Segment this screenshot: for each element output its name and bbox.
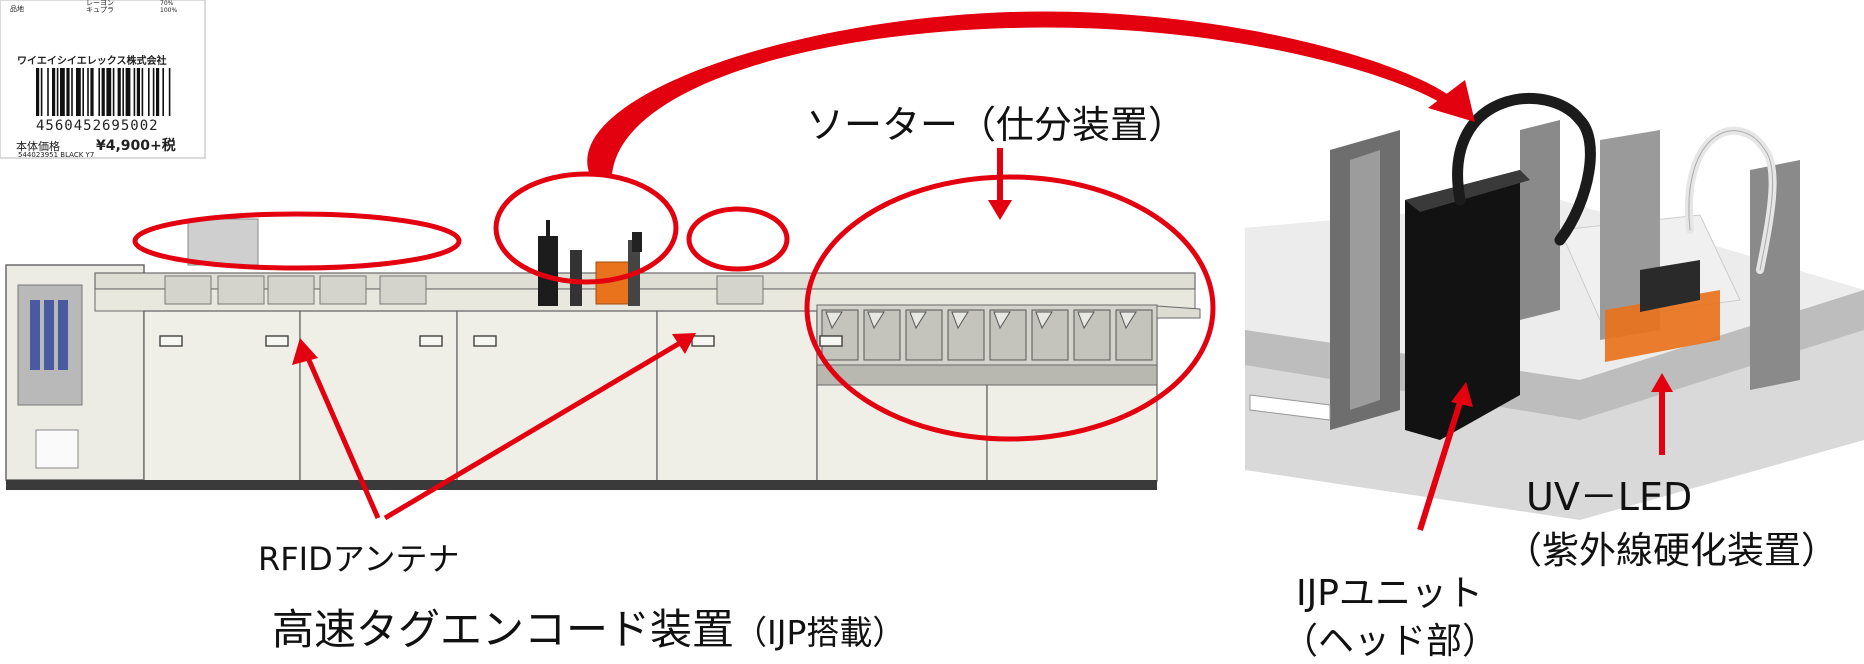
uvled-label-line1: UV－LED: [1526, 475, 1693, 519]
sorter-bins: [821, 309, 1153, 361]
sorter-ellipse: [804, 174, 1216, 442]
ijp-unit-photo: [1245, 93, 1864, 520]
device-title-note: （IJP搭載）: [734, 613, 906, 652]
uvled-label-line2: （紫外線硬化装置）: [1505, 529, 1838, 572]
rfid-antenna-ellipse: [132, 211, 462, 271]
tag-company: ワイエイシイエレックス株式会社: [17, 56, 167, 67]
small-antenna-ellipse: [686, 206, 790, 272]
rfid-arrow-left: [302, 349, 381, 520]
rfid-arrow-right: [383, 337, 687, 521]
ijp-ellipse: [493, 171, 679, 285]
ijp-unit-arrow: [1417, 395, 1465, 531]
rfid-arrow-right-head: [672, 333, 696, 354]
uvled-arrow-head: [1651, 373, 1673, 392]
price-tag: [0, 0, 206, 159]
tag-row-mid: レーヨン キュプラ: [86, 0, 114, 14]
annotations: [132, 11, 1673, 531]
tag-row-right: 70% 100%: [160, 0, 178, 14]
tag-row-left: 品地: [10, 5, 24, 13]
swoosh-arrow-head: [1428, 80, 1475, 122]
device-title-main: 高速タグエンコード装置: [272, 605, 735, 654]
tag-price-label: 本体価格: [16, 140, 60, 153]
ijp-unit-arrow-head: [1451, 382, 1473, 407]
sorter-label: ソーター（仕分装置）: [806, 103, 1187, 147]
rfid-antenna-boxes: [164, 275, 764, 305]
sorter-arrow-head: [988, 200, 1012, 220]
encoding-machine: [5, 218, 1201, 490]
swoosh-arrow: [587, 11, 1450, 176]
rfid-arrow-left-head: [292, 338, 318, 365]
ijp-unit-label-line1: IJPユニット: [1296, 573, 1483, 614]
module-handles: [159, 335, 843, 347]
rfid-antenna-label: RFIDアンテナ: [258, 540, 460, 578]
ijp-unit-label-line2: （ヘッド部）: [1282, 621, 1499, 662]
tag-product-code: 544023951 BLACK Y7: [18, 151, 95, 159]
tag-barcode-number: 4560452695002: [36, 118, 159, 134]
tag-price-value: ¥4,900+税: [96, 138, 176, 154]
barcode-image: [36, 68, 171, 116]
device-title: 高速タグエンコード装置（IJP搭載）: [272, 596, 905, 657]
